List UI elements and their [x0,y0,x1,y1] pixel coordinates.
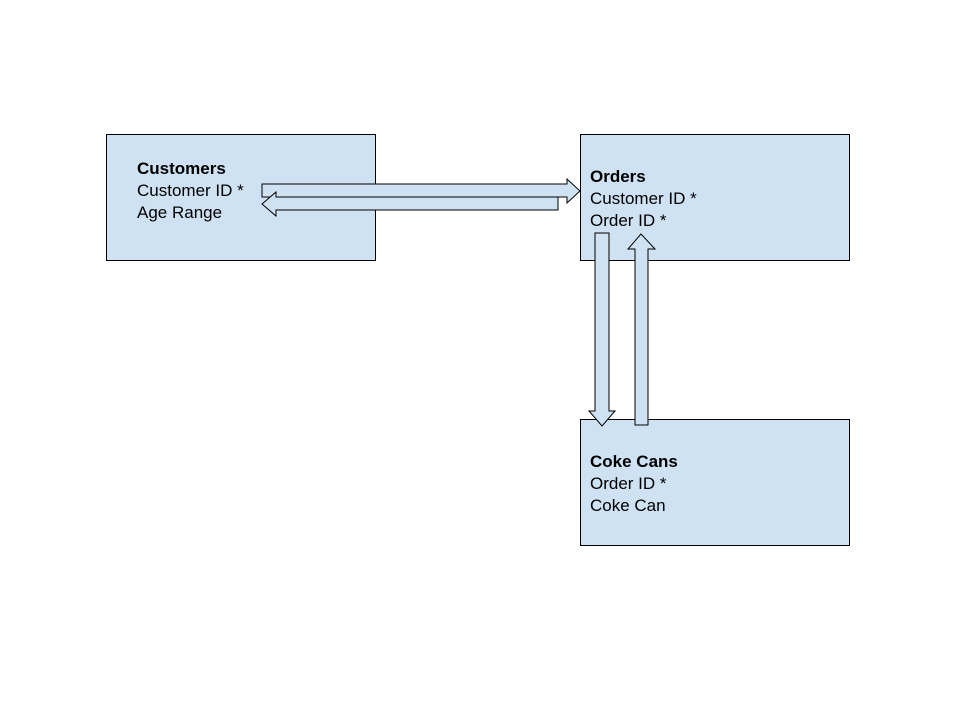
orders-field-order-id: Order ID * [590,211,667,230]
coke-cans-field-coke-can: Coke Can [590,496,666,515]
coke-cans-entity-text: Coke Cans Order ID * Coke Can [590,451,678,517]
orders-field-customer-id: Customer ID * [590,189,697,208]
coke-cans-to-orders-arrow [626,233,657,426]
customers-field-customer-id: Customer ID * [137,181,244,200]
orders-entity-text: Orders Customer ID * Order ID * [590,166,697,232]
orders-to-coke-cans-arrow [587,232,617,427]
customers-entity-text: Customers Customer ID * Age Range [137,158,244,224]
coke-cans-title: Coke Cans [590,452,678,471]
orders-entity-box [580,134,850,261]
orders-title: Orders [590,167,646,186]
coke-cans-entity-box [580,419,850,546]
customers-field-age-range: Age Range [137,203,223,222]
customers-title: Customers [137,159,226,178]
coke-cans-field-order-id: Order ID * [590,474,667,493]
